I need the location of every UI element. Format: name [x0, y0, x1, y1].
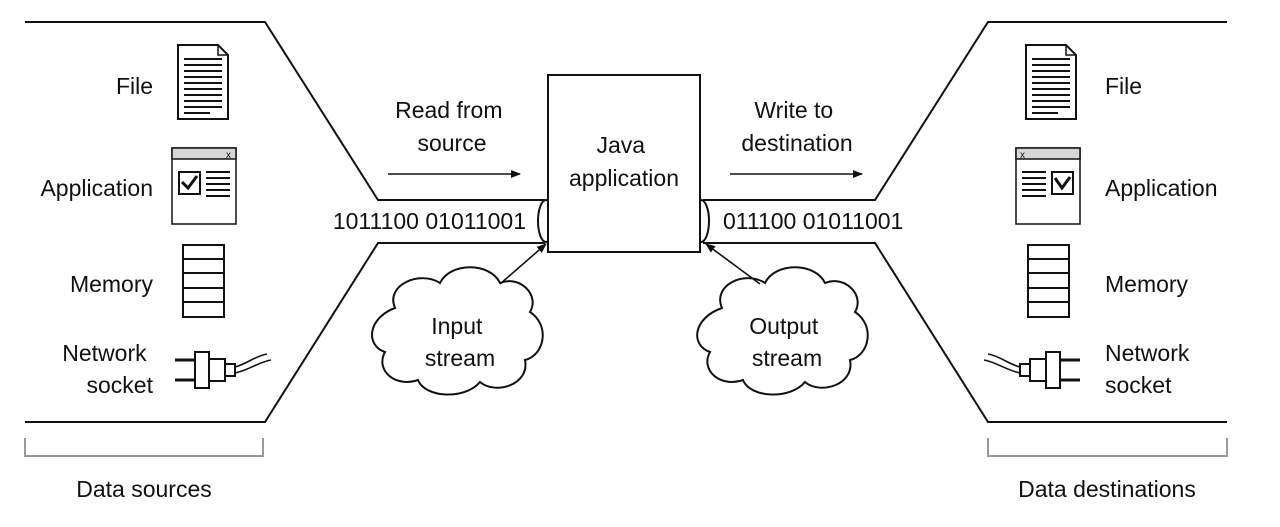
destination-funnel-top	[703, 21, 1227, 201]
destinations-bracket	[987, 438, 1228, 457]
output-stream-label: Output stream	[749, 313, 824, 371]
svg-text:x: x	[226, 150, 231, 161]
memory-stack-icon	[1027, 244, 1070, 318]
source-label-file: File	[116, 73, 153, 99]
destination-label-network-socket: Network socket	[1105, 340, 1196, 398]
input-bits: 1011100 01011001	[333, 208, 526, 234]
source-funnel-top	[25, 21, 545, 201]
output-stream-pointer	[705, 243, 761, 285]
svg-text:x: x	[1020, 150, 1025, 161]
destinations-bracket-label: Data destinations	[1018, 476, 1196, 502]
write-to-destination-label: Write to destination	[741, 97, 852, 156]
document-icon	[1025, 44, 1077, 120]
source-label-application: Application	[40, 175, 153, 201]
destination-label-application: Application	[1105, 175, 1218, 201]
output-bits: 011100 01011001	[723, 208, 903, 234]
source-funnel-bottom	[25, 242, 545, 423]
destination-label-file: File	[1105, 73, 1142, 99]
output-stream-cloud: Output stream	[696, 266, 869, 396]
source-label-memory: Memory	[70, 271, 154, 297]
document-icon	[177, 44, 229, 120]
java-application-label: Java application	[569, 132, 679, 191]
destination-funnel-bottom	[703, 242, 1227, 423]
java-application-box	[547, 74, 701, 253]
sources-bracket-label: Data sources	[76, 476, 212, 502]
plug-icon	[983, 351, 1080, 389]
input-stream-cloud: Input stream	[371, 266, 544, 396]
application-window-icon: x	[171, 147, 237, 225]
plug-icon	[175, 351, 272, 389]
input-stream-label: Input stream	[425, 313, 495, 371]
memory-stack-icon	[182, 244, 225, 318]
input-stream-pointer	[499, 243, 547, 285]
sources-bracket	[24, 438, 264, 457]
destination-label-memory: Memory	[1105, 271, 1189, 297]
application-window-icon: x	[1015, 147, 1081, 225]
read-from-source-label: Read from source	[395, 97, 509, 156]
source-label-network-socket: Network socket	[62, 340, 153, 398]
